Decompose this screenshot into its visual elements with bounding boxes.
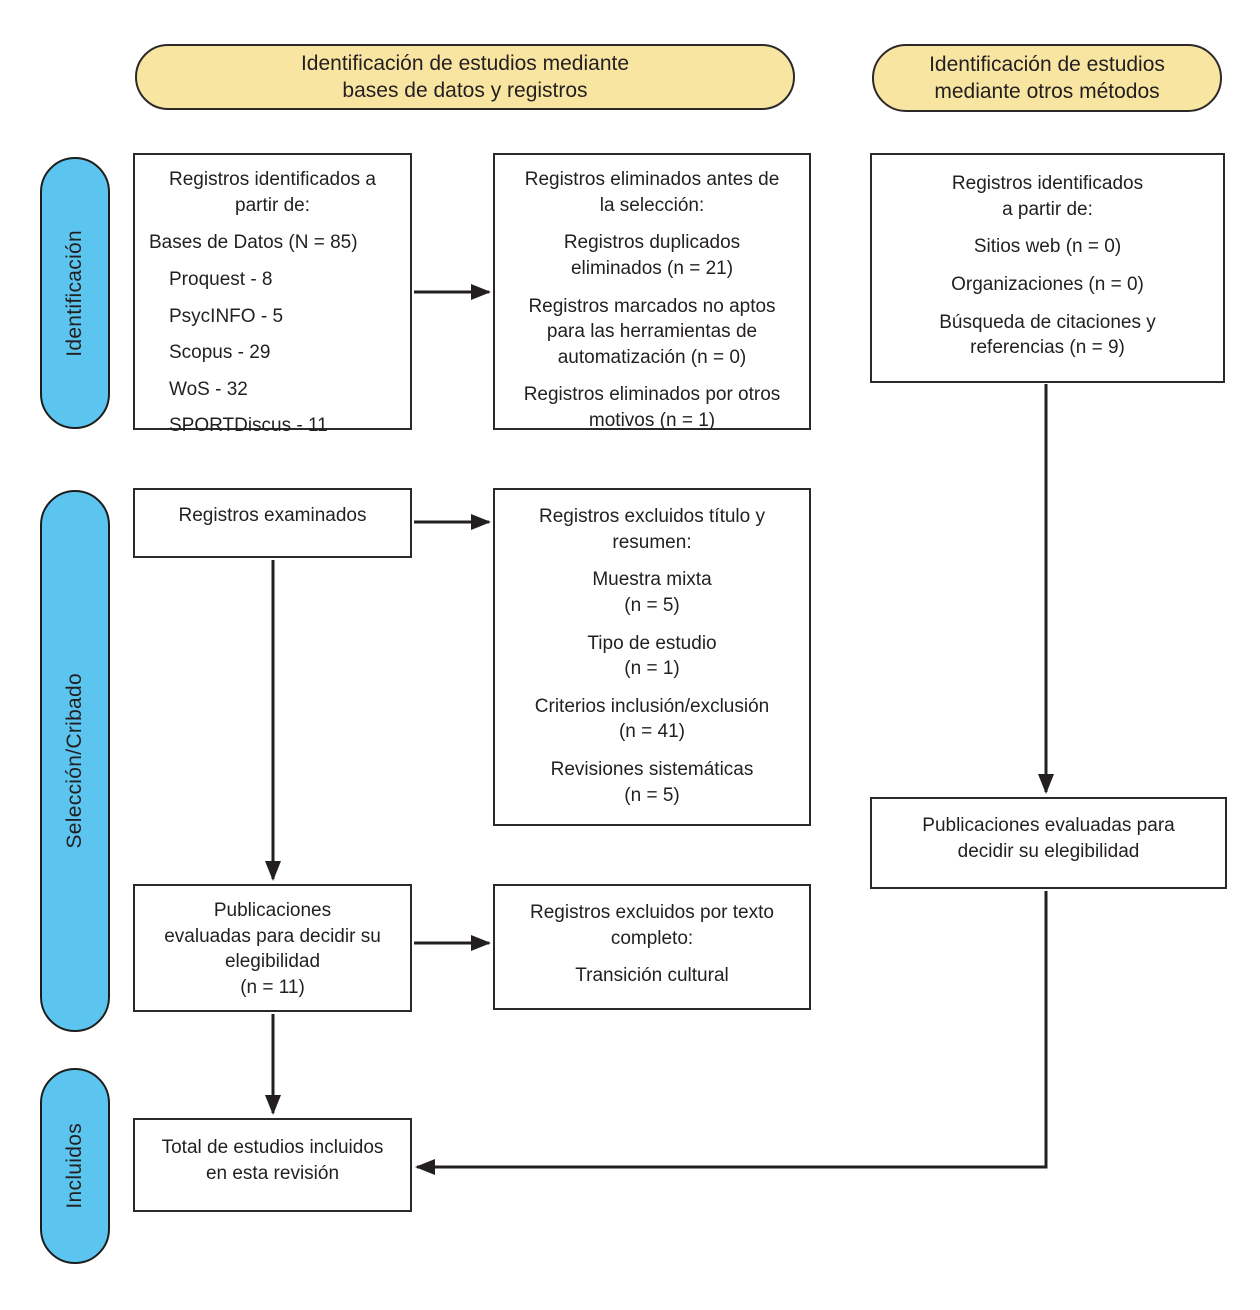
box-title-line: Registros eliminados antes de	[524, 169, 780, 190]
box-title-line: decidir su elegibilidad	[957, 840, 1140, 862]
removed-item-line: para las herramientas de	[546, 321, 758, 343]
box-title-line: elegibilidad	[224, 951, 321, 973]
other-source: Búsqueda de citaciones y referencias (n …	[872, 310, 1223, 361]
box-total-studies-included: Total de estudios incluidos en esta revi…	[133, 1118, 412, 1212]
removed-item-line: Registros marcados no aptos	[528, 295, 776, 317]
removed-item-line: Registros duplicados	[563, 232, 741, 254]
box-records-excluded-fulltext: Registros excluidos por texto completo: …	[493, 884, 811, 1010]
box-records-excluded-title-abstract: Registros excluidos título y resumen: Mu…	[493, 488, 811, 826]
exclusion-item: Criterios inclusión/exclusión (n = 41)	[495, 694, 809, 745]
box-title-line: partir de:	[235, 194, 310, 216]
exclusion-item: Revisiones sistemáticas (n = 5)	[495, 757, 809, 808]
exclusion-count: (n = 1)	[624, 658, 680, 680]
other-source-line: Búsqueda de citaciones y	[939, 311, 1156, 333]
removed-item: Registros eliminados por otros motivos (…	[495, 382, 809, 433]
box-title-line: en esta revisión	[205, 1162, 340, 1184]
database-source: WoS - 32	[169, 378, 248, 400]
exclusion-label: Tipo de estudio	[587, 632, 717, 654]
databases-total: Bases de Datos (N = 85)	[149, 232, 358, 254]
box-title-line: la selección:	[599, 194, 705, 216]
exclusion-count: (n = 5)	[624, 784, 680, 806]
database-source: SPORTDiscus - 11	[169, 415, 328, 437]
box-records-screened: Registros examinados	[133, 488, 412, 558]
database-source: Proquest - 8	[169, 268, 273, 290]
banner-line: Identificación de estudios mediante	[300, 51, 630, 75]
fulltext-exclusion-reason: Transición cultural	[575, 965, 729, 987]
box-title-line: Registros excluidos por texto	[530, 902, 774, 923]
box-records-removed-before-screening: Registros eliminados antes de la selecci…	[493, 153, 811, 433]
removed-item: Registros duplicados eliminados (n = 21)	[495, 230, 809, 281]
exclusion-label: Muestra mixta	[592, 569, 712, 591]
exclusion-label: Criterios inclusión/exclusión	[534, 695, 770, 717]
stage-identification-label: Identificación	[63, 229, 86, 357]
database-source: PsycINFO - 5	[169, 305, 284, 327]
exclusion-count: (n = 5)	[624, 594, 680, 616]
box-title-line: Total de estudios incluidos	[161, 1137, 384, 1158]
banner-line: bases de datos y registros	[342, 79, 588, 102]
box-title-line: Registros excluidos título y	[539, 506, 765, 527]
box-publications-assessed-eligibility: Publicaciones evaluadas para decidir su …	[133, 884, 412, 1012]
database-source: Scopus - 29	[169, 342, 271, 364]
exclusion-label: Revisiones sistemáticas	[550, 759, 754, 781]
box-title-line: a partir de:	[1002, 198, 1093, 220]
removed-item: Registros marcados no aptos para las her…	[495, 294, 809, 371]
box-records-identified-databases: Registros identificados a partir de: Bas…	[133, 153, 412, 436]
box-title-line: Registros identificados	[951, 173, 1144, 194]
other-source-line: referencias (n = 9)	[970, 337, 1125, 359]
exclusion-item: Tipo de estudio (n = 1)	[495, 631, 809, 682]
stage-screening-label: Selección/Cribado	[63, 673, 86, 849]
box-count-line: (n = 11)	[240, 976, 305, 998]
other-source: Sitios web (n = 0)	[973, 236, 1122, 258]
box-records-identified-other-methods: Registros identificados a partir de: Sit…	[870, 153, 1225, 383]
box-title-line: Registros examinados	[178, 505, 367, 526]
stage-screening: Selección/Cribado	[40, 490, 110, 1032]
box-title-line: Registros identificados a	[169, 169, 376, 190]
other-source: Organizaciones (n = 0)	[951, 273, 1144, 295]
banner-line: Identificación de estudios	[929, 52, 1165, 76]
removed-item-line: Registros eliminados por otros	[523, 384, 781, 406]
box-other-publications-assessed: Publicaciones evaluadas para decidir su …	[870, 797, 1227, 889]
stage-identification: Identificación	[40, 157, 110, 429]
removed-item-line: automatización (n = 0)	[557, 346, 747, 368]
exclusion-count: (n = 41)	[618, 721, 685, 743]
box-title-line: Publicaciones evaluadas para	[922, 815, 1175, 836]
banner-other-methods: Identificación de estudios mediante otro…	[872, 44, 1222, 112]
box-title-line: resumen:	[612, 531, 692, 553]
banner-line: mediante otros métodos	[934, 80, 1160, 103]
stage-included-label: Incluidos	[63, 1123, 86, 1209]
stage-included: Incluidos	[40, 1068, 110, 1264]
removed-item-line: motivos (n = 1)	[588, 410, 716, 432]
banner-databases-registers: Identificación de estudios mediante base…	[135, 44, 795, 110]
box-title-line: completo:	[610, 927, 694, 949]
box-title-line: evaluadas para decidir su	[164, 925, 381, 947]
box-title-line: Publicaciones	[213, 900, 332, 921]
exclusion-item: Muestra mixta (n = 5)	[495, 567, 809, 618]
removed-item-line: eliminados (n = 21)	[570, 257, 734, 279]
